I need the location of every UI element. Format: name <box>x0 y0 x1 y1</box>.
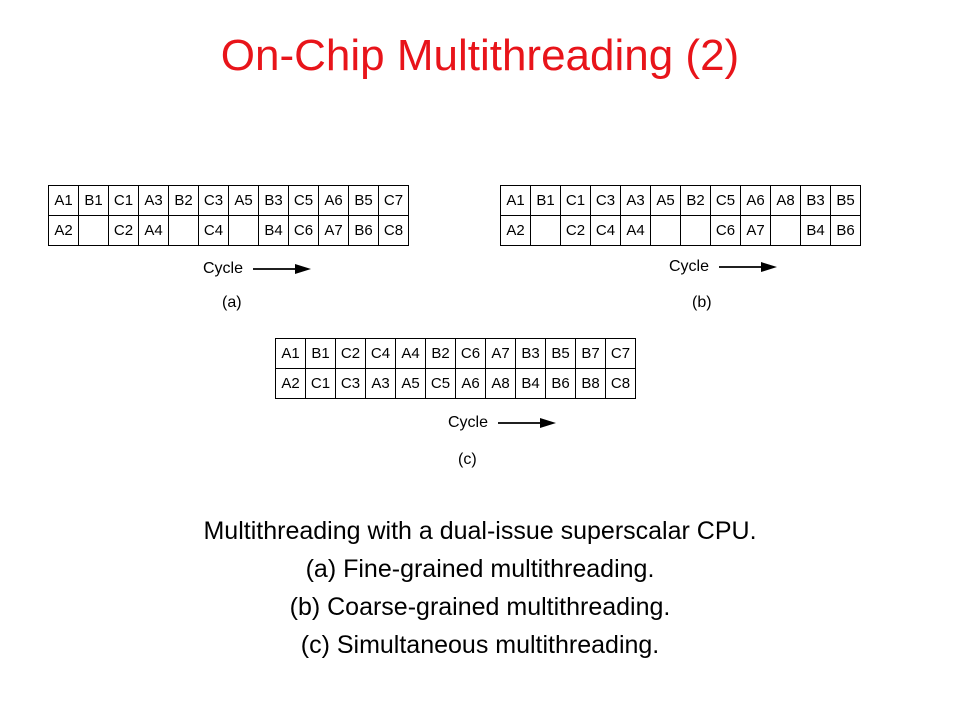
cell: A1 <box>275 338 306 369</box>
cell <box>530 215 561 246</box>
cell: A3 <box>620 185 651 216</box>
caption-line-1: Multithreading with a dual-issue supersc… <box>203 517 757 545</box>
cell: C1 <box>108 185 139 216</box>
cell: B1 <box>530 185 561 216</box>
cycle-label-c: Cycle <box>448 414 557 432</box>
cell <box>168 215 199 246</box>
cell: A6 <box>740 185 771 216</box>
cell: A6 <box>455 368 486 399</box>
diagram-c-grid: A1 B1 C2 C4 A4 B2 C6 A7 B3 B5 B7 C7 A2 C… <box>275 338 636 399</box>
cell: C8 <box>605 368 636 399</box>
cell: B6 <box>830 215 861 246</box>
cell: B2 <box>425 338 456 369</box>
cell: C2 <box>108 215 139 246</box>
cell <box>680 215 711 246</box>
cell: B4 <box>258 215 289 246</box>
cell: C6 <box>710 215 741 246</box>
cell: C2 <box>560 215 591 246</box>
cell <box>650 215 681 246</box>
cycle-text: Cycle <box>669 258 710 275</box>
caption-line-4: (c) Simultaneous multithreading. <box>300 631 660 659</box>
cell: C7 <box>605 338 636 369</box>
cell: A7 <box>740 215 771 246</box>
cell: A5 <box>395 368 426 399</box>
caption-line-2: (a) Fine-grained multithreading. <box>305 555 655 583</box>
issue-slot-row-2: A2 C1 C3 A3 A5 C5 A6 A8 B4 B6 B8 C8 <box>275 368 636 399</box>
cell: A1 <box>48 185 79 216</box>
cell: C5 <box>425 368 456 399</box>
sublabel-a: (a) <box>222 294 242 311</box>
sublabel-b: (b) <box>692 294 712 311</box>
right-arrow-icon <box>719 262 778 272</box>
cell: B1 <box>78 185 109 216</box>
cell: B6 <box>545 368 576 399</box>
cell: C5 <box>288 185 319 216</box>
sublabel-c: (c) <box>458 451 477 468</box>
cell: C1 <box>560 185 591 216</box>
cell: B6 <box>348 215 379 246</box>
cell: B4 <box>515 368 546 399</box>
cell: B5 <box>830 185 861 216</box>
issue-slot-row-1: A1 B1 C1 C3 A3 A5 B2 C5 A6 A8 B3 B5 <box>500 185 861 216</box>
cell: B5 <box>348 185 379 216</box>
cycle-label-b: Cycle <box>669 258 778 276</box>
cell: C5 <box>710 185 741 216</box>
cell: B2 <box>680 185 711 216</box>
cell: B3 <box>800 185 831 216</box>
issue-slot-row-1: A1 B1 C2 C4 A4 B2 C6 A7 B3 B5 B7 C7 <box>275 338 636 369</box>
cell: A2 <box>500 215 531 246</box>
right-arrow-icon <box>253 264 312 274</box>
cycle-label-a: Cycle <box>203 260 312 278</box>
cell: B7 <box>575 338 606 369</box>
cell: C8 <box>378 215 409 246</box>
issue-slot-row-2: A2 C2 C4 A4 C6 A7 B4 B6 <box>500 215 861 246</box>
cell: A6 <box>318 185 349 216</box>
cell: A4 <box>395 338 426 369</box>
cell: C4 <box>365 338 396 369</box>
cell: A1 <box>500 185 531 216</box>
diagram-b-grid: A1 B1 C1 C3 A3 A5 B2 C5 A6 A8 B3 B5 A2 C… <box>500 185 861 246</box>
cell: B5 <box>545 338 576 369</box>
cell: C3 <box>335 368 366 399</box>
cell: B4 <box>800 215 831 246</box>
cell: B3 <box>258 185 289 216</box>
cell: A2 <box>48 215 79 246</box>
caption: Multithreading with a dual-issue supersc… <box>0 512 960 664</box>
cell: B2 <box>168 185 199 216</box>
cell: C3 <box>198 185 229 216</box>
cell: C6 <box>455 338 486 369</box>
caption-line-3: (b) Coarse-grained multithreading. <box>289 593 671 621</box>
cell: A7 <box>485 338 516 369</box>
cell: B1 <box>305 338 336 369</box>
cell: A2 <box>275 368 306 399</box>
cell <box>228 215 259 246</box>
cell: B3 <box>515 338 546 369</box>
cell <box>770 215 801 246</box>
cell: C1 <box>305 368 336 399</box>
issue-slot-row-1: A1 B1 C1 A3 B2 C3 A5 B3 C5 A6 B5 C7 <box>48 185 409 216</box>
cell: C2 <box>335 338 366 369</box>
cell: C7 <box>378 185 409 216</box>
cell <box>78 215 109 246</box>
diagram-a-grid: A1 B1 C1 A3 B2 C3 A5 B3 C5 A6 B5 C7 A2 C… <box>48 185 409 246</box>
right-arrow-icon <box>498 418 557 428</box>
cell: A3 <box>138 185 169 216</box>
cell: C6 <box>288 215 319 246</box>
issue-slot-row-2: A2 C2 A4 C4 B4 C6 A7 B6 C8 <box>48 215 409 246</box>
cell: C4 <box>590 215 621 246</box>
cell: C4 <box>198 215 229 246</box>
cycle-text: Cycle <box>448 414 489 431</box>
cell: A7 <box>318 215 349 246</box>
cell: A4 <box>620 215 651 246</box>
cell: A5 <box>650 185 681 216</box>
cycle-text: Cycle <box>203 260 244 277</box>
cell: A8 <box>770 185 801 216</box>
cell: A8 <box>485 368 516 399</box>
cell: C3 <box>590 185 621 216</box>
slide-title: On-Chip Multithreading (2) <box>220 31 740 80</box>
cell: B8 <box>575 368 606 399</box>
cell: A5 <box>228 185 259 216</box>
cell: A3 <box>365 368 396 399</box>
cell: A4 <box>138 215 169 246</box>
